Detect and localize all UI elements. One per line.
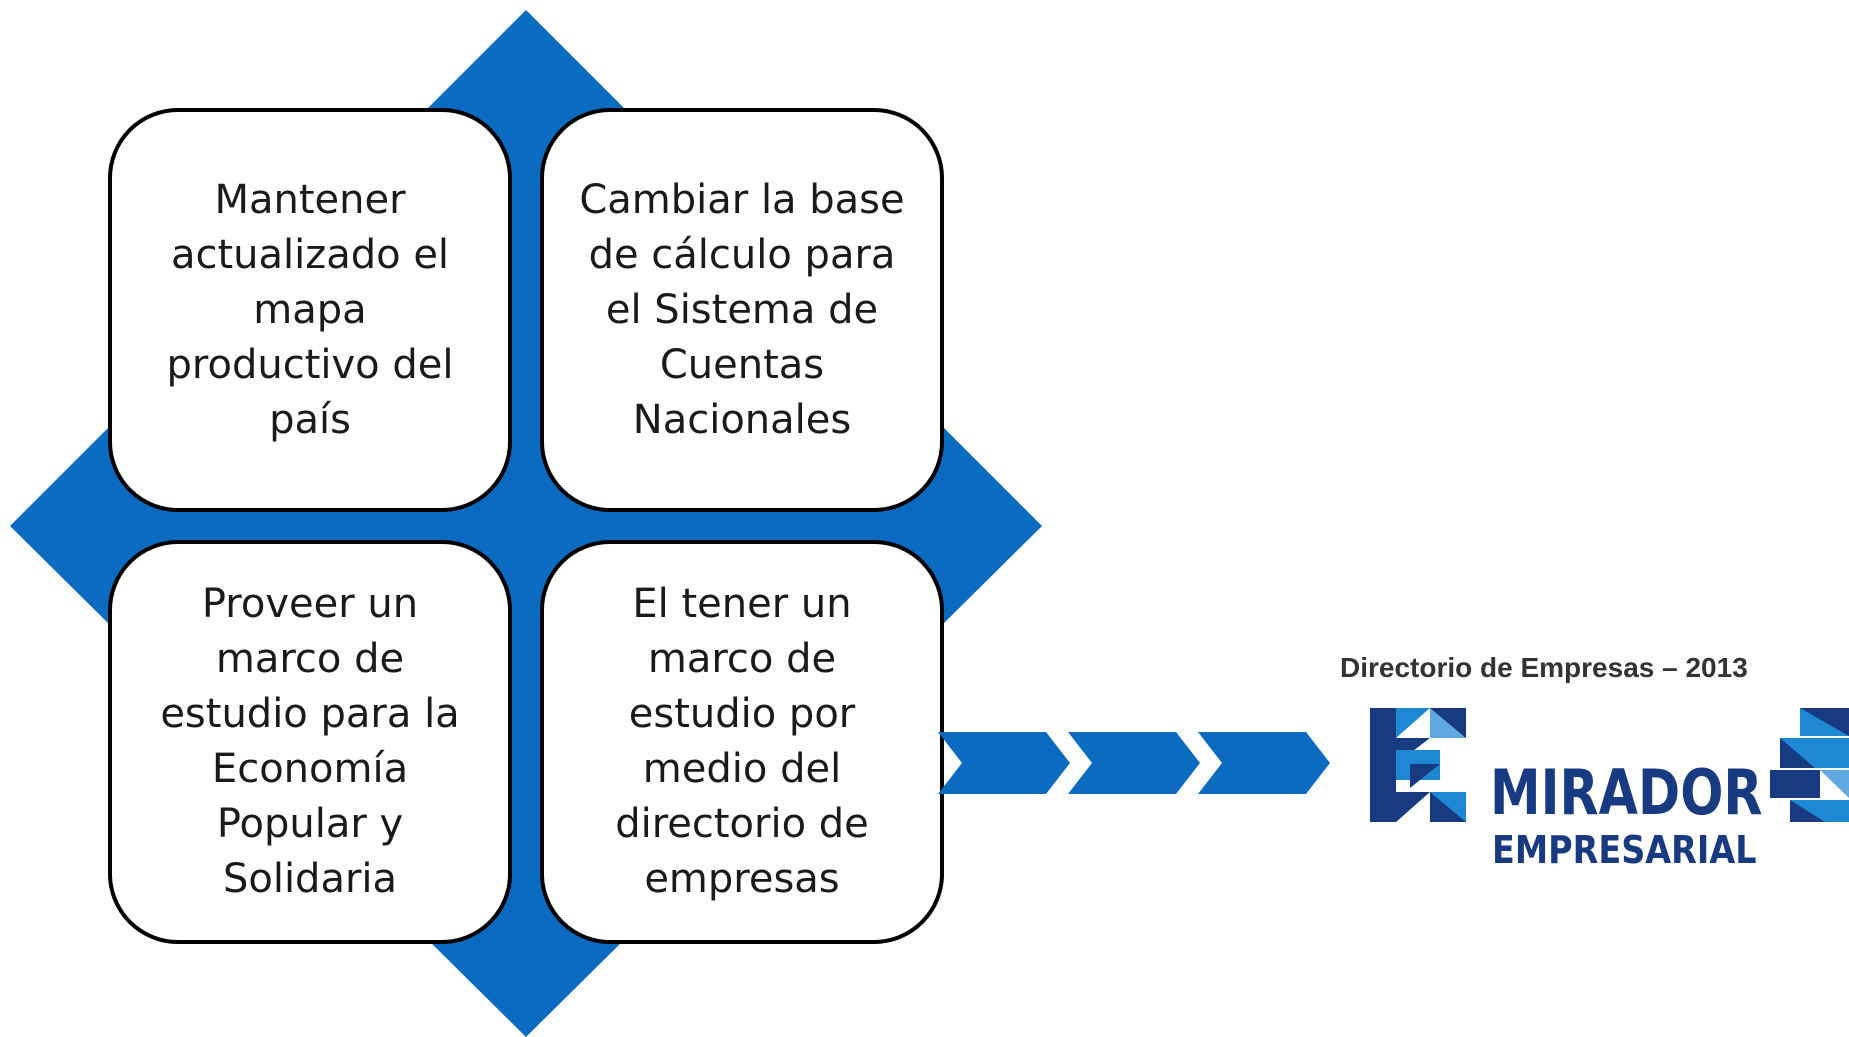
objective-box-accounts: Cambiar la base de cálculo para el Siste…	[540, 108, 944, 512]
logo-mark-e-icon	[1370, 708, 1466, 822]
logo-mark-pattern-icon	[1770, 708, 1849, 822]
chevron-icon	[938, 732, 1070, 794]
objective-text-accounts: Cambiar la base de cálculo para el Siste…	[579, 176, 905, 443]
chevron-arrows	[938, 732, 1330, 794]
objective-text-directory: El tener un marco de estudio por medio d…	[615, 581, 869, 902]
logo-caption: Directorio de Empresas – 2013	[1340, 652, 1748, 683]
logo-title: MIRADOR	[1490, 756, 1763, 829]
logo-subtitle: EMPRESARIAL	[1492, 828, 1757, 872]
objective-text-map: Mantener actualizado el mapa productivo …	[166, 176, 454, 443]
objective-box-economy: Proveer un marco de estudio para la Econ…	[108, 540, 512, 944]
objective-box-directory: El tener un marco de estudio por medio d…	[540, 540, 944, 944]
objective-box-map: Mantener actualizado el mapa productivo …	[108, 108, 512, 512]
chevron-icon	[1068, 732, 1200, 794]
chevron-icon	[1198, 732, 1330, 794]
objective-text-economy: Proveer un marco de estudio para la Econ…	[160, 581, 460, 902]
